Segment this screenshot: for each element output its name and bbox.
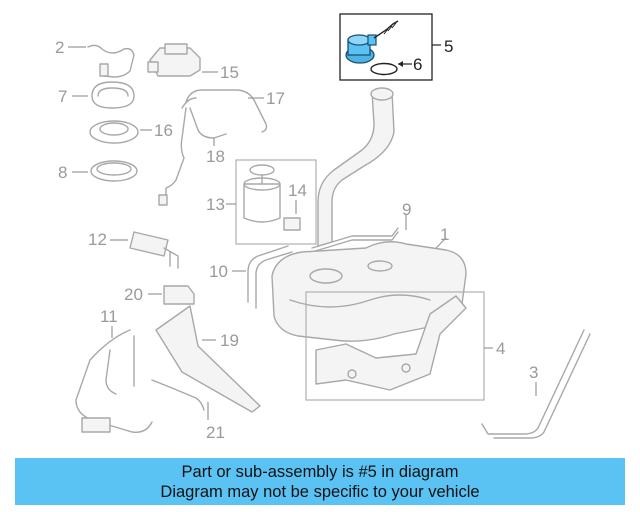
info-banner: Part or sub-assembly is #5 in diagram Di…	[15, 458, 625, 505]
vent-line-2	[181, 97, 197, 109]
callout-20: 20	[124, 285, 143, 304]
retaining-clip	[151, 379, 205, 411]
supply-line-branch	[189, 107, 227, 139]
underbody-cover	[155, 305, 261, 413]
vent-pipe	[311, 227, 399, 253]
flange-seal-inner	[96, 162, 132, 176]
exploded-parts-diagram: 5 6 2 15 7 16	[55, 13, 591, 442]
pump-module-box	[235, 159, 317, 245]
banner-line-2: Diagram may not be specific to your vehi…	[160, 482, 480, 501]
part-10-group[interactable]: 10	[209, 245, 293, 309]
callout-2: 2	[55, 38, 64, 57]
callout-18: 18	[206, 147, 225, 166]
part-9-group[interactable]: 9	[311, 200, 411, 253]
part-1-leader	[435, 237, 447, 249]
callout-11: 11	[100, 307, 118, 326]
part-13-group[interactable]: 13	[206, 159, 317, 245]
filler-neck-group[interactable]	[317, 87, 395, 247]
lock-ring	[91, 81, 135, 109]
callout-6: 6	[413, 55, 422, 74]
callout-13: 13	[206, 195, 225, 214]
level-sender	[283, 217, 301, 231]
part-11-group[interactable]: 11	[75, 307, 153, 433]
tank-pump-opening	[309, 268, 343, 284]
pump-bucket	[243, 183, 281, 223]
callout-7: 7	[58, 87, 67, 106]
sensor-plug	[99, 63, 109, 77]
shield-hole-1	[347, 369, 357, 379]
supply-line	[165, 107, 187, 197]
wire-harness-branches	[105, 335, 135, 395]
filler-neck-mouth	[370, 87, 394, 101]
filler-neck	[317, 88, 395, 247]
pump-top	[249, 164, 275, 176]
filler-cap-hinge	[367, 34, 377, 46]
part-16-group[interactable]: 16	[89, 120, 173, 144]
callout-19: 19	[220, 331, 239, 350]
filler-cap-tether	[373, 20, 399, 39]
part-17-group[interactable]: 17	[181, 89, 285, 133]
part-7-group[interactable]: 7	[58, 81, 135, 109]
part-20-group[interactable]: 20	[124, 285, 195, 305]
callout-5: 5	[444, 37, 453, 56]
callout-9: 9	[402, 200, 411, 219]
fuel-filter-outlets	[163, 247, 179, 269]
part-3-group[interactable]: 3	[481, 329, 591, 439]
callout-4: 4	[496, 339, 505, 358]
part-6-arrow	[398, 61, 403, 67]
bracket	[163, 285, 195, 305]
fuel-filter	[129, 231, 169, 257]
lock-ring-inner	[97, 87, 129, 97]
callout-10: 10	[209, 262, 228, 281]
tank-fill-opening	[367, 260, 393, 272]
pump-flange	[89, 120, 139, 144]
callout-14: 14	[288, 181, 307, 200]
callout-21: 21	[206, 423, 225, 442]
callout-15: 15	[220, 63, 239, 82]
part-6-group[interactable]: 6	[370, 55, 422, 76]
callout-17: 17	[266, 89, 285, 108]
part-4-group[interactable]: 4	[305, 291, 505, 401]
part-21-group[interactable]: 21	[151, 379, 225, 442]
heat-shield-box	[305, 291, 485, 401]
flange-seal	[90, 160, 138, 182]
part-18-group[interactable]: 18	[158, 107, 227, 206]
sensor-wire	[87, 44, 135, 78]
part-2-group[interactable]: 2	[55, 38, 135, 78]
part-12-group[interactable]: 12	[88, 230, 179, 269]
part-15-group[interactable]: 15	[147, 43, 239, 82]
tether-coil	[383, 22, 397, 35]
part-5-group[interactable]: 5	[339, 13, 453, 81]
pump-flange-inner	[99, 122, 129, 136]
part-19-group[interactable]: 19	[155, 305, 261, 413]
harness-connector	[81, 417, 111, 433]
callout-16: 16	[154, 121, 173, 140]
tank-strap	[481, 329, 591, 439]
banner-line-1: Part or sub-assembly is #5 in diagram	[181, 462, 459, 481]
shield-hole-2	[401, 363, 411, 373]
fuel-lines	[247, 245, 293, 309]
supply-line-end	[158, 194, 168, 206]
filler-cap-top	[347, 34, 371, 46]
part-5-box	[339, 13, 433, 81]
filler-cap-seal	[370, 62, 398, 76]
callout-3: 3	[529, 363, 538, 382]
callout-1: 1	[440, 225, 449, 244]
heat-shield	[315, 295, 467, 391]
part-8-group[interactable]: 8	[58, 160, 138, 182]
connector-clip	[147, 61, 159, 73]
vent-line	[185, 89, 268, 133]
callout-12: 12	[88, 230, 107, 249]
callout-8: 8	[58, 163, 67, 182]
connector-top	[164, 43, 188, 55]
wire-harness	[75, 329, 153, 433]
part-14-group[interactable]: 14	[283, 181, 307, 231]
tank-seam	[289, 294, 431, 308]
